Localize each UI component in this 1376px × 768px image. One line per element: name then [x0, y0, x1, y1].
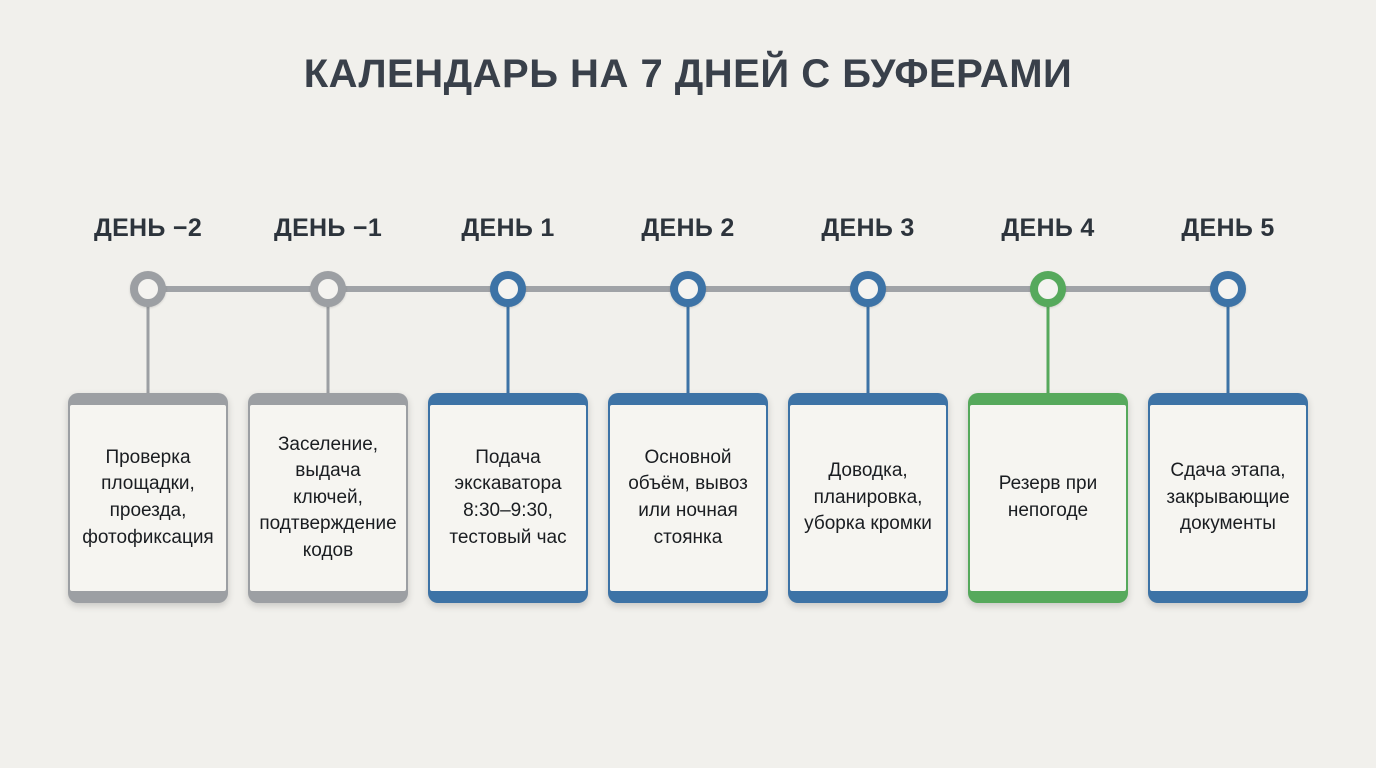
timeline-day-column: ДЕНЬ 5 Сдача этапа, закрывающие документ…	[1138, 0, 1318, 768]
day-node-circle-icon	[670, 271, 706, 307]
day-connector-line	[1226, 304, 1230, 394]
timeline: ДЕНЬ −2 Проверка площадки, проезда, фото…	[58, 0, 1318, 768]
day-card-body: Резерв при непогоде	[970, 405, 1126, 591]
timeline-day-column: ДЕНЬ 2 Основной объём, вывоз или ночная …	[598, 0, 778, 768]
day-card-text: Проверка площадки, проезда, фотофиксация	[82, 446, 214, 548]
day-card-text: Основной объём, вывоз или ночная стоянка	[628, 446, 748, 548]
day-card-text: Подача экскаватора 8:30–9:30, тестовый ч…	[449, 446, 567, 548]
day-label: ДЕНЬ −2	[93, 214, 203, 242]
day-node-circle-icon	[490, 271, 526, 307]
timeline-day-column: ДЕНЬ 4 Резерв при непогоде	[958, 0, 1138, 768]
day-card-body: Основной объём, вывоз или ночная стоянка	[610, 405, 766, 591]
day-card-body: Подача экскаватора 8:30–9:30, тестовый ч…	[430, 405, 586, 591]
day-card-text: Резерв при непогоде	[998, 473, 1098, 521]
day-card: Проверка площадки, проезда, фотофиксация	[68, 393, 228, 603]
day-card: Основной объём, вывоз или ночная стоянка	[608, 393, 768, 603]
page-title: КАЛЕНДАРЬ НА 7 ДНЕЙ С БУФЕРАМИ	[303, 52, 1073, 96]
timeline-day-column: ДЕНЬ 1 Подача экскаватора 8:30–9:30, тес…	[418, 0, 598, 768]
day-label: ДЕНЬ 4	[1001, 214, 1095, 242]
day-card: Сдача этапа, закрывающие документы	[1148, 393, 1308, 603]
day-connector-line	[1046, 304, 1050, 394]
day-card: Доводка, планировка, уборка кромки	[788, 393, 948, 603]
timeline-day-column: ДЕНЬ −1 Заселение, выдача ключей, подтве…	[238, 0, 418, 768]
day-connector-line	[326, 304, 330, 394]
day-card-body: Заселение, выдача ключей, подтверждение …	[250, 405, 406, 591]
day-label: ДЕНЬ 2	[641, 214, 735, 242]
day-label: ДЕНЬ 5	[1181, 214, 1275, 242]
day-label: ДЕНЬ 1	[461, 214, 555, 242]
day-node-circle-icon	[310, 271, 346, 307]
timeline-day-column: ДЕНЬ 3 Доводка, планировка, уборка кромк…	[778, 0, 958, 768]
day-connector-line	[506, 304, 510, 394]
timeline-day-column: ДЕНЬ −2 Проверка площадки, проезда, фото…	[58, 0, 238, 768]
day-connector-line	[686, 304, 690, 394]
day-label: ДЕНЬ 3	[821, 214, 915, 242]
day-card-body: Сдача этапа, закрывающие документы	[1150, 405, 1306, 591]
day-card-body: Доводка, планировка, уборка кромки	[790, 405, 946, 591]
day-node-circle-icon	[1030, 271, 1066, 307]
day-node-circle-icon	[130, 271, 166, 307]
day-card-text: Сдача этапа, закрывающие документы	[1166, 460, 1290, 535]
day-card: Резерв при непогоде	[968, 393, 1128, 603]
day-connector-line	[866, 304, 870, 394]
day-label: ДЕНЬ −1	[273, 214, 383, 242]
day-card-body: Проверка площадки, проезда, фотофиксация	[70, 405, 226, 591]
day-node-circle-icon	[850, 271, 886, 307]
day-connector-line	[146, 304, 150, 394]
day-card: Заселение, выдача ключей, подтверждение …	[248, 393, 408, 603]
day-card-text: Доводка, планировка, уборка кромки	[804, 460, 932, 535]
day-node-circle-icon	[1210, 271, 1246, 307]
day-card: Подача экскаватора 8:30–9:30, тестовый ч…	[428, 393, 588, 603]
day-card-text: Заселение, выдача ключей, подтверждение …	[259, 433, 397, 561]
timeline-columns: ДЕНЬ −2 Проверка площадки, проезда, фото…	[58, 0, 1318, 768]
